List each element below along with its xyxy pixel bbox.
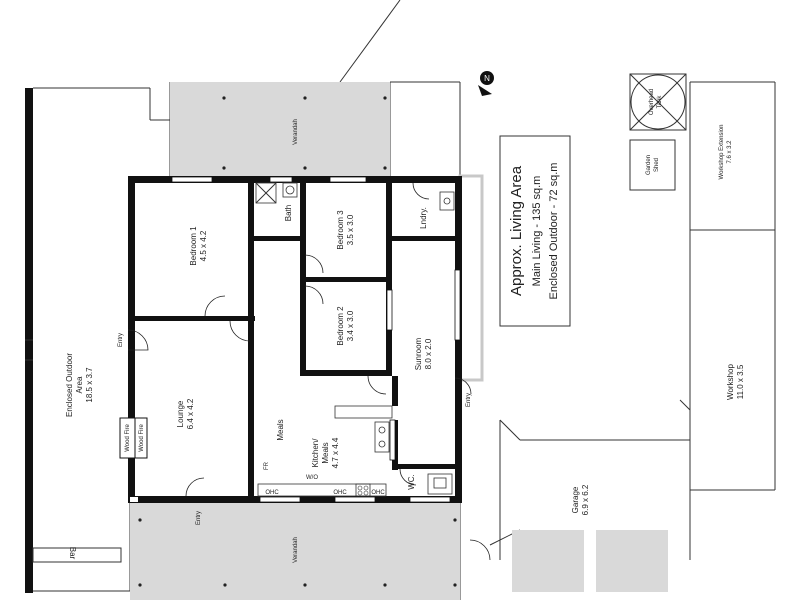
lounge-size: 6.4 x 4.2 bbox=[186, 398, 195, 429]
kitchen-line1: Kitchen/ bbox=[311, 438, 320, 468]
windows bbox=[130, 176, 461, 503]
ohc-label-3: OHC bbox=[371, 490, 385, 496]
summary-title: Approx. Living Area bbox=[508, 165, 525, 296]
bedroom3-size: 3.5 x 3.0 bbox=[346, 214, 355, 245]
bath-name: Bath bbox=[284, 205, 293, 221]
garden-shed: Garden Shed bbox=[629, 139, 676, 191]
bedroom2-name: Bedroom 2 bbox=[336, 306, 345, 346]
wo-label: W/O bbox=[306, 475, 318, 481]
fridge-label: FR bbox=[264, 461, 270, 470]
verandah-bottom: Verandah bbox=[130, 500, 460, 600]
kitchen-line2: Meals bbox=[321, 442, 330, 463]
ohc-label-1: OHC bbox=[265, 490, 279, 496]
fixtures bbox=[255, 182, 455, 497]
bedroom3-name: Bedroom 3 bbox=[336, 210, 345, 250]
kitchen-size: 4.7 x 4.4 bbox=[331, 437, 340, 468]
garage-parking bbox=[512, 530, 668, 592]
ohc-label-2: OHC bbox=[333, 490, 347, 496]
tank-line1: Overhead bbox=[649, 89, 655, 115]
compass-icon: N bbox=[478, 71, 494, 96]
enclosed-outdoor-size: 18.5 x 3.7 bbox=[85, 367, 94, 403]
bedroom1-name: Bedroom 1 bbox=[189, 226, 198, 266]
overhead-tank: Overhead Tank bbox=[629, 73, 687, 131]
verandah-top-label: Verandah bbox=[293, 119, 299, 145]
garage-size: 6.9 x 6.2 bbox=[581, 484, 590, 515]
laundry-name: Lndry. bbox=[419, 207, 428, 229]
wc-name: WC. bbox=[407, 474, 416, 490]
wood-fire-2: Wood Fire bbox=[139, 424, 145, 452]
shed-line2: Shed bbox=[654, 158, 660, 172]
verandah-top: Verandah bbox=[170, 82, 390, 176]
bar-label: Bar bbox=[68, 547, 77, 560]
misc-labels: Entry Entry Entry Wood Fire Wood Fire FR… bbox=[118, 333, 472, 525]
workshop-name: Workshop bbox=[726, 364, 735, 400]
workshop-size: 11.0 x 3.5 bbox=[736, 364, 745, 399]
enclosed-outdoor-line1: Enclosed Outdoor bbox=[65, 353, 74, 417]
bedroom1-size: 4.5 x 4.2 bbox=[199, 230, 208, 261]
meals-name: Meals bbox=[276, 419, 285, 440]
doors bbox=[127, 182, 491, 561]
sunroom-window-strip bbox=[458, 174, 484, 382]
workshop-ext-size: 7.6 x 3.2 bbox=[727, 140, 733, 164]
shed-line1: Garden bbox=[646, 155, 652, 175]
tank-line2: Tank bbox=[657, 95, 663, 109]
lounge-name: Lounge bbox=[176, 400, 185, 427]
area-summary: Approx. Living Area Main Living - 135 sq… bbox=[499, 135, 571, 327]
wood-fire-1: Wood Fire bbox=[125, 424, 131, 452]
sunroom-name: Sunroom bbox=[414, 337, 423, 370]
room-labels: Bedroom 1 4.5 x 4.2 Bath Bedroom 3 3.5 x… bbox=[176, 125, 745, 516]
entry-left-label: Entry bbox=[118, 333, 124, 347]
entry-right-label: Entry bbox=[466, 393, 472, 407]
entry-bottom-label: Entry bbox=[196, 511, 202, 525]
sunroom-size: 8.0 x 2.0 bbox=[424, 338, 433, 369]
house-walls bbox=[119, 176, 462, 503]
enclosed-outdoor-line2: Area bbox=[75, 376, 84, 393]
compass-letter: N bbox=[484, 74, 490, 83]
summary-enclosed: Enclosed Outdoor - 72 sq.m bbox=[548, 163, 560, 300]
workshop-ext-name: Workshop Extension bbox=[719, 125, 725, 180]
bedroom2-size: 3.4 x 3.0 bbox=[346, 310, 355, 341]
verandah-bottom-label: Verandah bbox=[293, 537, 299, 563]
summary-main-living: Main Living - 135 sq.m bbox=[531, 176, 543, 287]
garage-name: Garage bbox=[571, 486, 580, 513]
